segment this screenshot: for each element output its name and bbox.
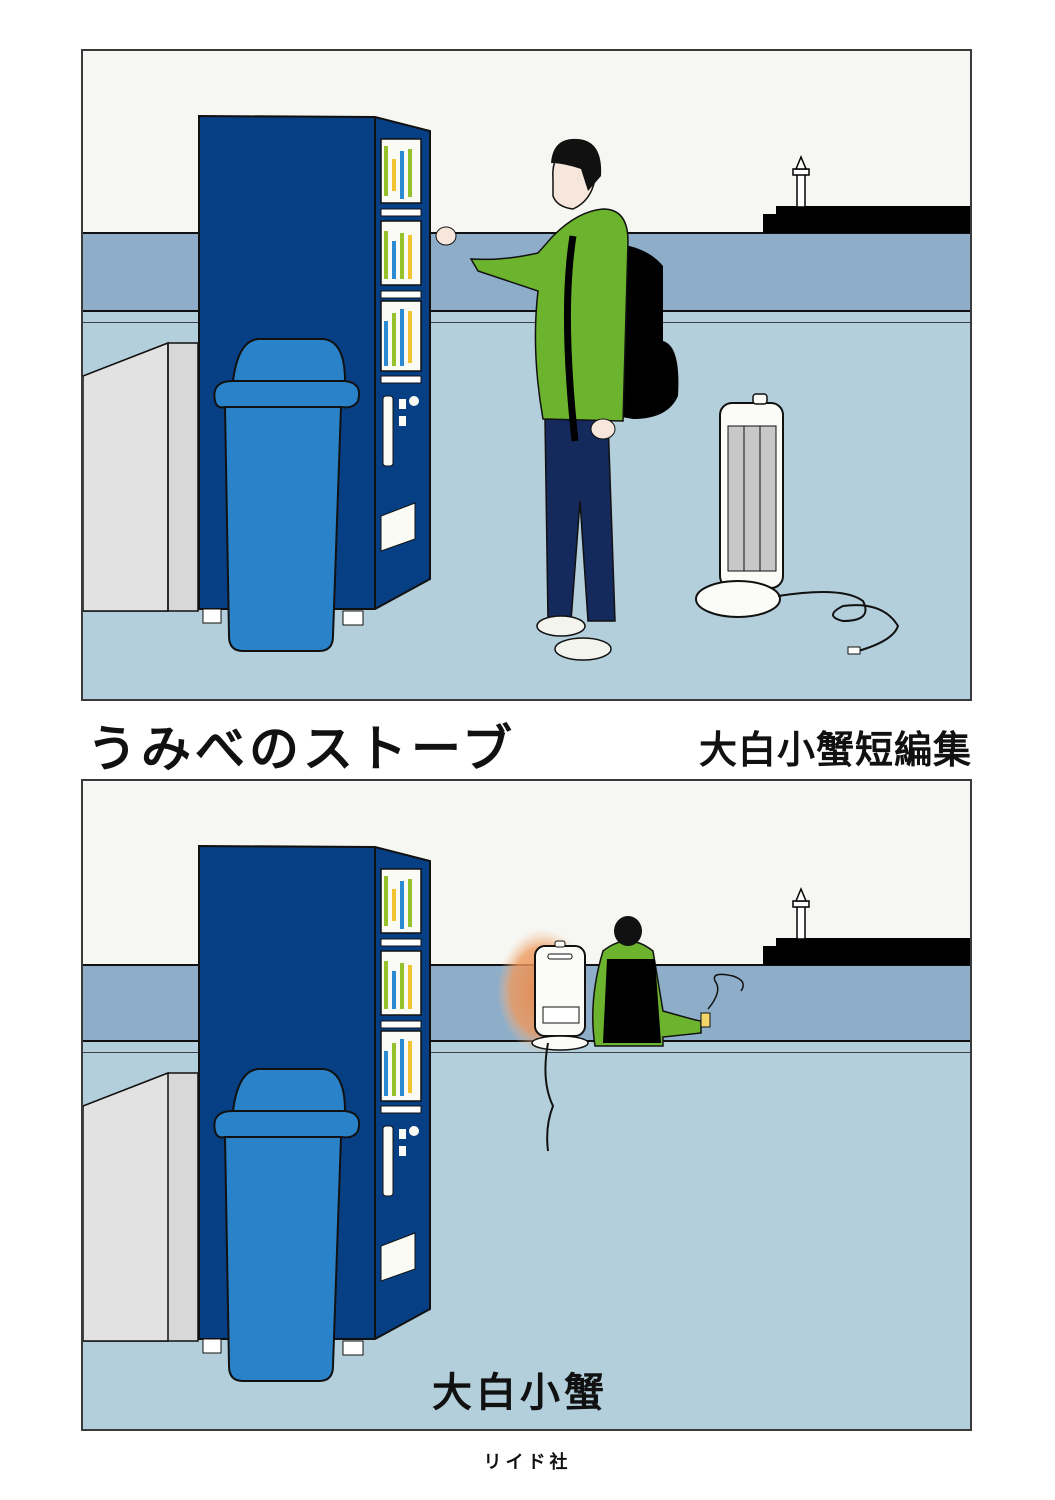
concrete-block	[83, 341, 199, 612]
trash-bin	[213, 338, 361, 652]
seaside-scene-sitting	[83, 781, 970, 1429]
author-name: 大白小蟹	[432, 1369, 608, 1416]
book-title: うみべのストーブ	[87, 720, 516, 778]
concrete-block	[83, 1071, 199, 1342]
man-sitting	[592, 916, 744, 1047]
electric-heater	[695, 393, 900, 655]
series-subtitle: 大白小蟹短編集	[698, 727, 972, 772]
top-illustration-panel	[81, 49, 972, 701]
publisher-name: リイド社	[483, 1452, 572, 1473]
bottom-illustration-panel	[81, 779, 972, 1431]
lighthouse-breakwater	[763, 887, 970, 965]
seaside-scene-standing	[83, 51, 970, 699]
glowing-heater	[497, 929, 589, 1152]
title-band: うみべのストーブ 大白小蟹短編集	[81, 703, 972, 778]
man-standing	[435, 138, 679, 661]
trash-bin	[213, 1068, 361, 1382]
lighthouse-breakwater	[763, 155, 970, 233]
